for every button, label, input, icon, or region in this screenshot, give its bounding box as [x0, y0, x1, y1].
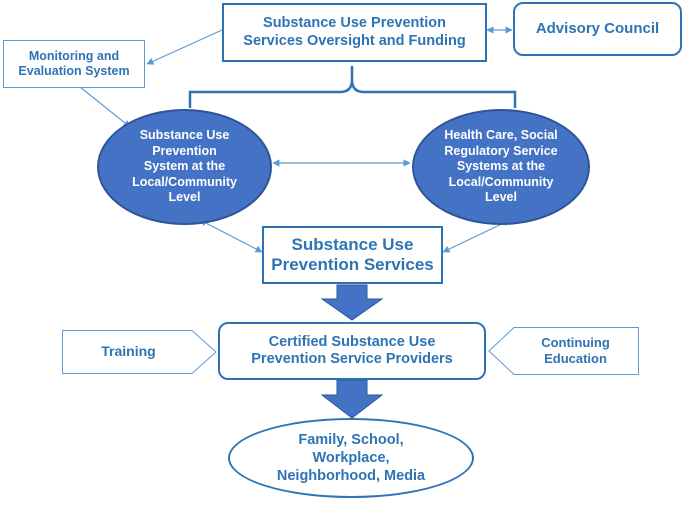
settings-label: Family, School, Workplace, Neighborhood,…: [276, 431, 426, 485]
continuing-education-input: Continuing Education: [488, 327, 639, 375]
prevention-services-box: Substance Use Prevention Services: [262, 226, 443, 284]
monitoring-evaluation-label: Monitoring and Evaluation System: [18, 49, 130, 78]
settings-ellipse: Family, School, Workplace, Neighborhood,…: [228, 418, 474, 498]
local-prevention-system-label: Substance Use Prevention System at the L…: [132, 127, 237, 205]
prevention-services-label: Substance Use Prevention Services: [271, 234, 434, 274]
advisory-council-label: Advisory Council: [535, 20, 660, 37]
training-arrow-shape: [62, 330, 217, 374]
training-label: Training: [101, 343, 156, 360]
connector-health-services: [442, 219, 511, 253]
health-care-systems-label: Health Care, Social Regulatory Service S…: [444, 127, 558, 205]
oversight-bracket: [188, 66, 517, 108]
advisory-council-box: Advisory Council: [513, 2, 682, 56]
training-input: Training: [62, 330, 217, 374]
connector-local-services: [199, 219, 263, 253]
block-arrow-services-providers: [320, 284, 384, 321]
continuing-education-arrow-shape: [488, 327, 639, 375]
health-care-systems-ellipse: Health Care, Social Regulatory Service S…: [412, 109, 590, 225]
monitoring-evaluation-box: Monitoring and Evaluation System: [3, 40, 145, 88]
certified-providers-box: Certified Substance Use Prevention Servi…: [218, 322, 486, 380]
block-arrow-providers-settings: [320, 379, 384, 419]
continuing-education-label: Continuing Education: [541, 334, 610, 366]
local-prevention-system-ellipse: Substance Use Prevention System at the L…: [97, 109, 272, 225]
oversight-funding-label: Substance Use Prevention Services Oversi…: [243, 15, 466, 49]
oversight-funding-box: Substance Use Prevention Services Oversi…: [222, 3, 487, 62]
connector-oversight-monitoring: [146, 29, 223, 65]
certified-providers-label: Certified Substance Use Prevention Servi…: [251, 333, 453, 367]
connector-monitoring-local: [79, 86, 131, 128]
